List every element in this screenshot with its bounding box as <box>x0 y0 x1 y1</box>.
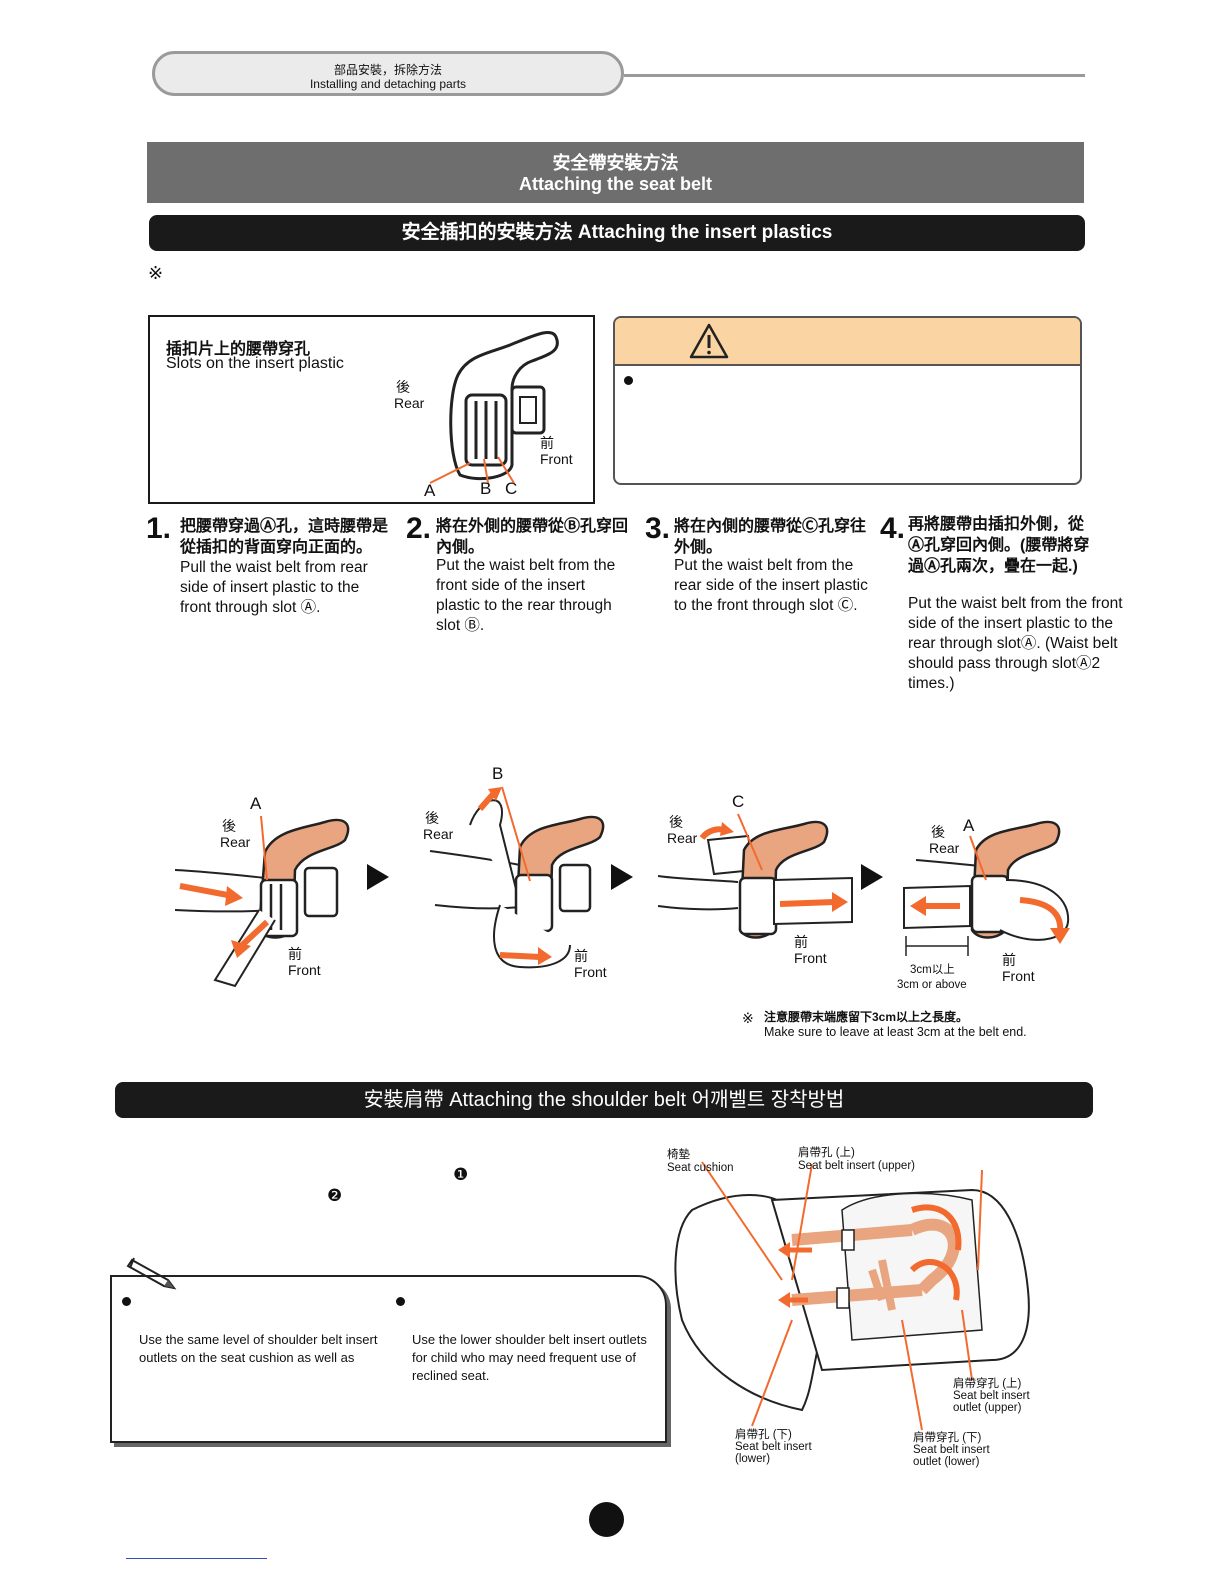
step-3-zh: 將在內側的腰帶從Ⓒ孔穿往外側。 <box>674 518 867 556</box>
note-box: Use the same level of shoulder belt inse… <box>110 1275 667 1443</box>
arrow-right-icon-2 <box>611 864 633 890</box>
section2-title: 安裝肩帶 Attaching the shoulder belt 어깨벨트 장착… <box>115 1082 1093 1118</box>
warning-triangle-icon <box>689 323 729 359</box>
outlet-lower-label-zh: 肩帶穿孔 (下) <box>913 1432 982 1444</box>
section-tab-en: Installing and detaching parts <box>309 77 467 91</box>
step-2-number: 2. <box>406 512 432 545</box>
fig1-rear-zh: 後 <box>222 818 236 834</box>
slots-title-en: Slots on the insert plastic <box>166 355 344 372</box>
step-4-en: Put the waist belt from the front side o… <box>908 595 1123 692</box>
fig2-front-en: Front <box>574 964 607 980</box>
banner-en: Attaching the seat belt <box>518 174 713 194</box>
step-3-number: 3. <box>645 512 671 545</box>
page-number-circle <box>589 1502 624 1537</box>
footer-rule <box>126 1558 267 1559</box>
figure-step-3 <box>657 813 853 939</box>
fig1-rear-en: Rear <box>220 834 251 850</box>
slots-title-zh: 插扣片上的腰帶穿孔 <box>166 341 311 358</box>
fig1-front-en: Front <box>288 962 321 978</box>
section1-note-mark: ※ <box>148 263 164 283</box>
slots-box: 插扣片上的腰帶穿孔 Slots on the insert plastic 後 … <box>148 315 595 504</box>
marker-1: ❶ <box>453 1165 469 1184</box>
warning-box <box>613 316 1082 485</box>
fig3-rear-en: Rear <box>667 830 698 846</box>
warning-bullet <box>624 376 633 385</box>
belt-end-note-en: Make sure to leave at least 3cm at the b… <box>764 1025 1027 1039</box>
slot-a-label: A <box>424 481 436 500</box>
fig4-rear-zh: 後 <box>931 824 945 840</box>
outlet-upper-label-en2: outlet (upper) <box>953 1402 1022 1414</box>
step-2-zh: 將在外側的腰帶從Ⓑ孔穿回內側。 <box>436 518 629 556</box>
step-1-zh: 把腰帶穿過Ⓐ孔，這時腰帶是從插扣的背面穿向正面的。 <box>180 518 389 556</box>
fig4-front-en: Front <box>1002 968 1035 984</box>
step-2-en: Put the waist belt from the front side o… <box>436 557 616 634</box>
banner-zh: 安全帶安裝方法 <box>552 153 679 173</box>
insert-plastic-diagram <box>429 331 559 484</box>
outlet-upper-label-en1: Seat belt insert <box>953 1390 1030 1402</box>
step-1-number: 1. <box>146 512 172 545</box>
figure-step-2 <box>429 786 605 969</box>
step-3-en: Put the waist belt from the rear side of… <box>674 557 868 614</box>
seat-diagram <box>674 1161 1030 1431</box>
note-bullet-left <box>122 1297 131 1306</box>
fig4-front-zh: 前 <box>1002 952 1016 968</box>
section1-title: 安全插扣的安裝方法 Attaching the insert plastics <box>149 215 1085 251</box>
fig2-rear-en: Rear <box>423 826 454 842</box>
fig4-a-label: A <box>963 816 975 835</box>
section-tab: 部品安裝，拆除方法 Installing and detaching parts <box>152 51 624 96</box>
page-banner: 安全帶安裝方法 Attaching the seat belt <box>147 142 1084 203</box>
dim-label-en: 3cm or above <box>897 979 967 991</box>
outlet-lower-label-en1: Seat belt insert <box>913 1444 990 1456</box>
fig1-front-zh: 前 <box>288 946 302 962</box>
fig2-b-label: B <box>492 764 504 783</box>
upper-insert-label-en: Seat belt insert (upper) <box>798 1160 915 1172</box>
fig3-front-en: Front <box>794 950 827 966</box>
step-1-en: Pull the waist belt from rear side of in… <box>180 559 368 616</box>
fig2-rear-zh: 後 <box>425 810 439 826</box>
slots-front-en: Front <box>540 451 573 467</box>
step-4-number: 4. <box>880 512 906 545</box>
fig2-front-zh: 前 <box>574 948 588 964</box>
section-tab-zh: 部品安裝，拆除方法 <box>333 63 442 77</box>
arrow-right-icon-3 <box>861 864 883 890</box>
lower-insert-label-zh: 肩帶孔 (下) <box>735 1429 792 1441</box>
arrow-right-icon-1 <box>367 864 389 890</box>
slots-rear-en: Rear <box>394 395 425 411</box>
marker-2: ❷ <box>327 1186 343 1205</box>
fig3-c-label: C <box>732 792 745 811</box>
outlet-upper-label-zh: 肩帶穿孔 (上) <box>953 1378 1022 1390</box>
fig3-rear-zh: 後 <box>669 814 683 830</box>
outlet-lower-label-en2: outlet (lower) <box>913 1456 980 1468</box>
slots-front-zh: 前 <box>540 435 554 451</box>
lower-insert-label-en1: Seat belt insert <box>735 1441 812 1453</box>
figure-step-4 <box>903 820 1070 956</box>
tab-rule <box>624 74 1085 77</box>
lower-insert-label-en2: (lower) <box>735 1453 771 1465</box>
belt-end-note-zh: 注意腰帶末端應留下3cm以上之長度。 <box>764 1010 969 1024</box>
belt-end-note-mark: ※ <box>742 1010 754 1026</box>
slots-rear-zh: 後 <box>396 379 410 395</box>
step-4-zh: 再將腰帶由插扣外側，從Ⓐ孔穿回內側。(腰帶將穿過Ⓐ孔兩次，疊在一起.) <box>908 516 1090 575</box>
fig1-a-label: A <box>250 794 262 813</box>
dim-label-zh: 3cm以上 <box>910 964 955 976</box>
note-bullet-right <box>396 1297 405 1306</box>
note-right-text: Use the lower shoulder belt insert outle… <box>412 1332 647 1383</box>
note-left-text: Use the same level of shoulder belt inse… <box>139 1332 378 1365</box>
cushion-label-zh: 椅墊 <box>667 1149 690 1161</box>
upper-insert-label-zh: 肩帶孔 (上) <box>798 1147 855 1159</box>
slot-c-label: C <box>505 479 518 498</box>
figure-step-1 <box>174 815 350 988</box>
warning-header <box>615 318 1080 366</box>
cushion-label-en: Seat cushion <box>667 1162 734 1174</box>
slot-b-label: B <box>480 479 492 498</box>
fig3-front-zh: 前 <box>794 934 808 950</box>
fig4-rear-en: Rear <box>929 840 960 856</box>
